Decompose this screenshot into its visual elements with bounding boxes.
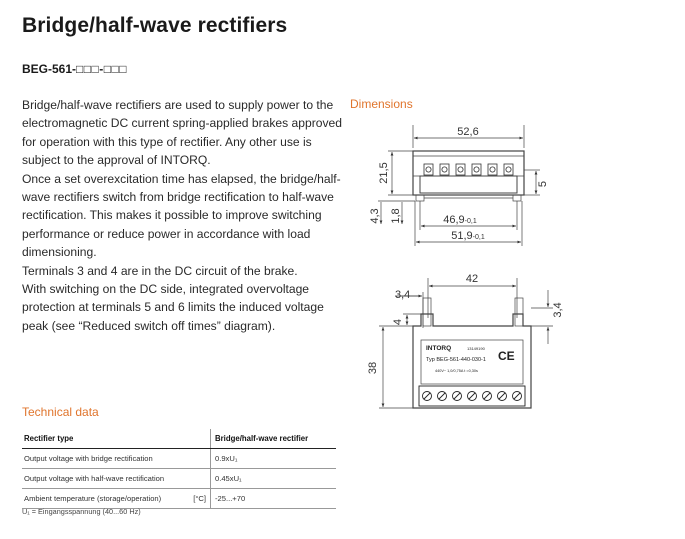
- product-code: BEG-561-□□□-□□□: [22, 62, 127, 76]
- table-cell-label: Output voltage with half-wave rectificat…: [22, 468, 211, 489]
- product-code-placeholder: □□□-□□□: [76, 62, 128, 76]
- dim-front-offset: 3,4: [395, 289, 410, 301]
- footnote: U₁ = Eingangsspannung (40...60 Hz): [22, 507, 141, 516]
- table-cell-value: -25...+70: [210, 488, 336, 509]
- label-type: Typ BEG-561-440-030-1: [426, 357, 486, 363]
- dim-right: 5: [537, 181, 549, 187]
- intro-paragraph: Terminals 3 and 4 are in the DC circuit …: [22, 263, 298, 278]
- table-header-cell: Bridge/half-wave rectifier: [210, 429, 336, 449]
- table-header-cell: Rectifier type: [22, 429, 211, 449]
- intro-text: Bridge/half-wave rectifiers are used to …: [22, 96, 342, 335]
- table-row: Ambient temperature (storage/operation)[…: [22, 488, 336, 509]
- intro-paragraph: Once a set overexcitation time has elaps…: [22, 171, 341, 260]
- table-row: Output voltage with bridge rectification…: [22, 448, 336, 469]
- ce-mark-icon: CE: [498, 349, 515, 363]
- technical-data-heading: Technical data: [22, 405, 99, 419]
- table-cell-value: 0.9xU₁: [210, 448, 336, 469]
- intro-paragraph: Bridge/half-wave rectifiers are used to …: [22, 98, 342, 168]
- table-cell-value: 0.45xU₁: [210, 468, 336, 489]
- dim-left-1: 4,3: [369, 208, 381, 223]
- dim-inner-width: 46,9-0,1: [443, 214, 477, 226]
- dim-front-small: 4: [392, 319, 404, 325]
- label-brand: INTORQ: [426, 345, 451, 352]
- table-row: Output voltage with half-wave rectificat…: [22, 468, 336, 489]
- table-header-row: Rectifier type Bridge/half-wave rectifie…: [22, 429, 336, 449]
- product-code-prefix: BEG-561-: [22, 62, 77, 76]
- label-ratings: 440V~ 1,0/0,75A t =0,30s: [435, 369, 478, 373]
- dim-outer-width: 51,9-0,1: [451, 230, 485, 242]
- dim-front-width: 42: [466, 273, 478, 285]
- front-view-drawing: INTORQ 13149190 Typ BEG-561-440-030-1 CE…: [367, 273, 564, 409]
- dim-front-right: 3,4: [552, 302, 564, 317]
- label-serial: 13149190: [467, 346, 486, 351]
- dimensions-heading: Dimensions: [350, 97, 413, 111]
- top-view-drawing: 52,6 46,9-0,1 51,9-0,1 21,5 5 4,3 1,8: [369, 125, 549, 246]
- technical-data-table: Rectifier type Bridge/half-wave rectifie…: [22, 429, 336, 509]
- dim-overall-width: 52,6: [457, 126, 478, 138]
- page-title: Bridge/half-wave rectifiers: [22, 14, 288, 37]
- intro-paragraph: With switching on the DC side, integrate…: [22, 282, 324, 333]
- dim-height: 21,5: [378, 162, 390, 183]
- dim-left-2: 1,8: [390, 208, 402, 223]
- table-cell-label: Output voltage with bridge rectification: [22, 448, 211, 469]
- table-cell-label: Ambient temperature (storage/operation)[…: [22, 488, 211, 509]
- dim-front-height: 38: [367, 362, 379, 374]
